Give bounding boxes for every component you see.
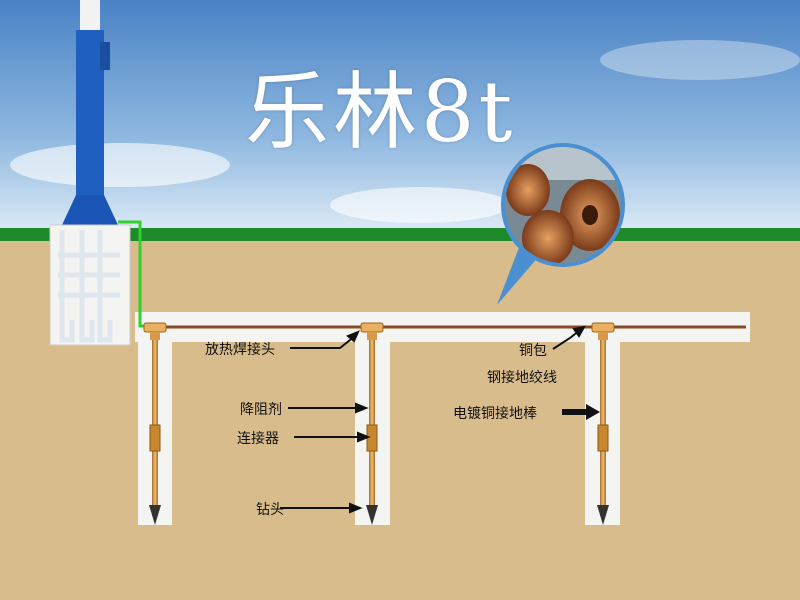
pole-top	[80, 0, 100, 30]
connector	[597, 424, 609, 452]
pole-box	[100, 42, 110, 70]
drill-bit	[366, 505, 378, 525]
label-connector: 连接器	[237, 431, 279, 447]
label-exothermic-joint: 放热焊接头	[205, 342, 275, 358]
pole	[76, 30, 104, 225]
pole-base	[62, 195, 118, 225]
ground-rod	[360, 322, 384, 525]
cloud	[10, 143, 230, 187]
label-wire-line1: 铜包	[519, 343, 547, 359]
callout-pointer	[497, 245, 540, 305]
exothermic-joint	[591, 322, 615, 333]
page-title: 乐林8t	[245, 63, 517, 161]
copper-spool-photo	[505, 147, 621, 263]
connector	[149, 424, 161, 452]
rod-shaft	[600, 340, 606, 505]
rod-shaft	[369, 340, 375, 505]
joint-neck	[150, 332, 160, 340]
label-resistance-reducer: 降阻剂	[240, 402, 282, 418]
ground-rod	[591, 322, 615, 525]
drill-bit	[149, 505, 161, 525]
cloud	[600, 40, 800, 80]
label-arrows	[280, 325, 600, 514]
label-drill-bit: 钻头	[256, 502, 284, 518]
label-wire-line2: 钢接地绞线	[487, 370, 557, 386]
rod-shaft	[152, 340, 158, 505]
soil	[0, 241, 800, 600]
connector	[366, 424, 378, 452]
anchor-bolts	[58, 230, 120, 343]
joint-neck	[367, 332, 377, 340]
joint-neck	[598, 332, 608, 340]
cloud	[330, 187, 510, 223]
label-ground-rod: 电镀铜接地棒	[453, 406, 537, 422]
exothermic-joint	[143, 322, 167, 333]
ground-rod	[143, 322, 167, 525]
drill-bit	[597, 505, 609, 525]
exothermic-joint	[360, 322, 384, 333]
